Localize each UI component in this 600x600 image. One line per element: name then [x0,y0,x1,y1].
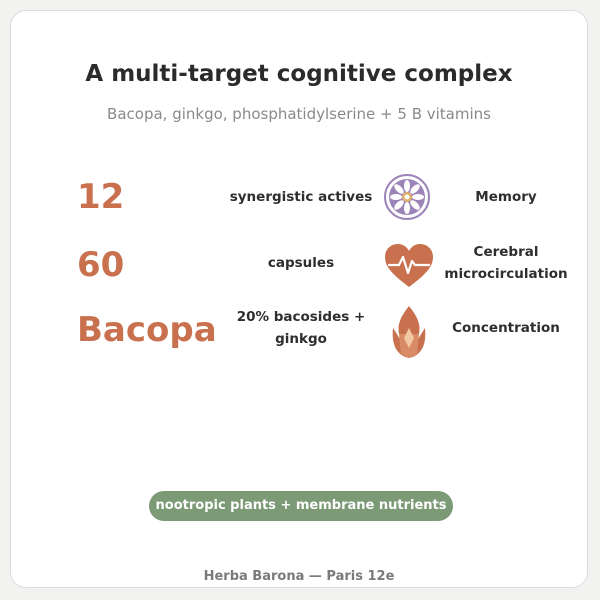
infographic-card: A multi-target cognitive complex Bacopa,… [10,10,588,588]
footer-brand: Herba Barona — Paris 12e [203,569,395,584]
stat-description: capsules [267,255,335,271]
benefit-label: Memory [475,189,537,205]
brain-mandala-icon [383,173,431,225]
stat-description: 20% bacosides + ginkgo [236,309,366,347]
category-badge: nootropic plants + membrane nutrients [149,491,453,521]
page-subtitle: Bacopa, ginkgo, phosphatidylserine + 5 B… [107,105,491,123]
heart-pulse-icon [383,243,435,293]
stat-value: 12 [77,177,125,217]
stat-value: Bacopa [77,310,217,350]
lotus-flame-icon [387,304,431,364]
stat-description: synergistic actives [229,189,373,205]
stat-value: 60 [77,245,125,285]
page-title: A multi-target cognitive complex [85,61,513,87]
benefit-label: Concentration [452,320,560,336]
benefit-label: Cerebral microcirculation [444,244,568,282]
